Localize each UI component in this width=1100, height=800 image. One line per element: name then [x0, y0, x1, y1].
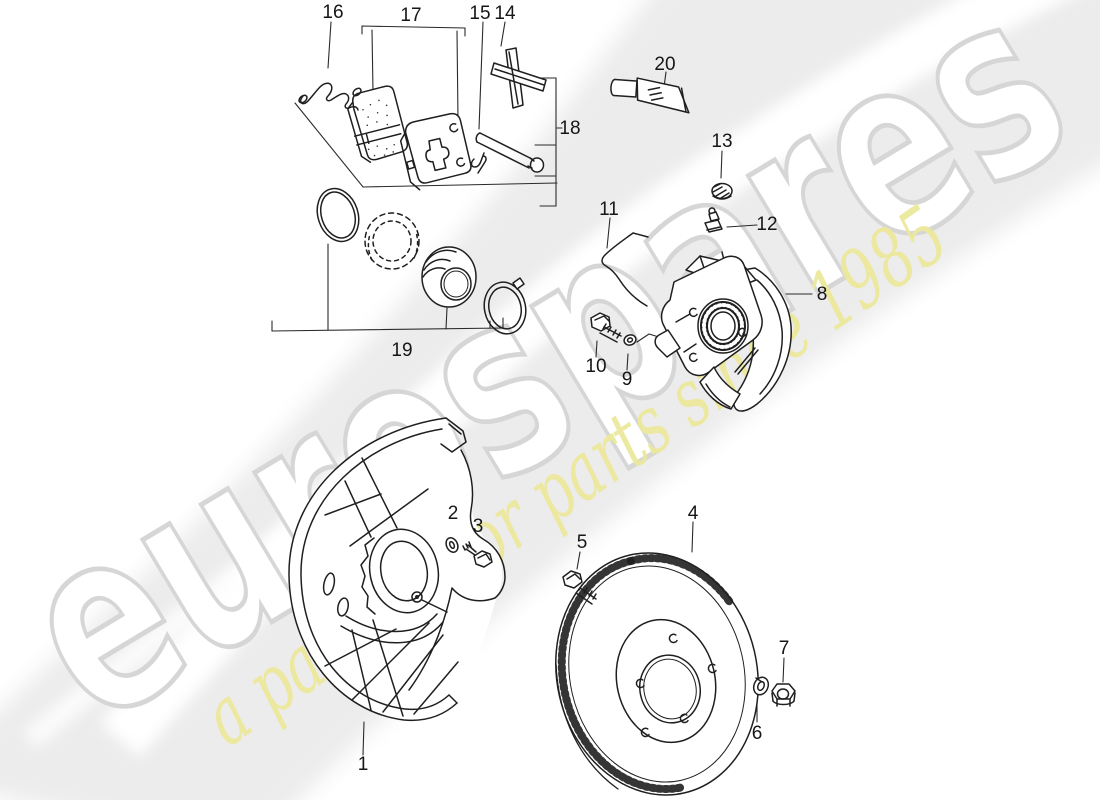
- callout-2: 2: [448, 503, 459, 524]
- dust-cap-drawing: [711, 182, 733, 200]
- piston-seal-ring: [316, 187, 360, 243]
- brake-disc-drawing: [555, 552, 759, 796]
- paste-tube-drawing: [610, 77, 690, 114]
- washer-9-drawing: [623, 334, 637, 346]
- splash-shield-drawing: [288, 417, 506, 722]
- callout-20: 20: [654, 54, 675, 75]
- outer-pad: [399, 112, 472, 191]
- callout-8: 8: [817, 284, 828, 305]
- callout-1: 1: [358, 754, 369, 775]
- callout-15: 15: [469, 3, 490, 24]
- bolt-3-drawing: [462, 541, 493, 568]
- callout-6: 6: [752, 723, 763, 744]
- caliper-drawing: [654, 251, 792, 412]
- snap-ring: [483, 277, 527, 335]
- callout-16: 16: [322, 2, 343, 23]
- inner-pad: [347, 85, 409, 163]
- callout-4: 4: [688, 503, 699, 524]
- pad-spring-drawing: [298, 82, 362, 111]
- callout-7: 7: [779, 638, 790, 659]
- callout-12: 12: [756, 214, 777, 235]
- bolt-5-drawing: [562, 570, 597, 605]
- piston-dashed: [364, 212, 420, 270]
- callout-14: 14: [494, 3, 516, 24]
- callout-3: 3: [473, 516, 484, 537]
- callout-5: 5: [577, 532, 588, 553]
- callout-13: 13: [711, 131, 732, 152]
- dust-boot: [421, 246, 477, 308]
- retaining-wire-drawing: [601, 232, 649, 307]
- washer-2-drawing: [445, 537, 459, 553]
- callout-10: 10: [585, 356, 606, 377]
- pin-clip: [470, 152, 487, 174]
- nut-7-drawing: [771, 683, 796, 707]
- callout-11: 11: [599, 199, 619, 220]
- bleeder-valve-drawing: [704, 207, 723, 233]
- callout-18: 18: [559, 118, 580, 139]
- brake-pads-drawing: [347, 85, 472, 191]
- callout-19: 19: [391, 340, 412, 361]
- retaining-pin-drawing: [470, 132, 545, 174]
- callout-9: 9: [622, 369, 633, 390]
- seal-kit-drawing: [316, 187, 527, 335]
- spreader-spring-drawing: [490, 47, 547, 109]
- callout-17: 17: [400, 5, 421, 26]
- bolt-10-drawing: [590, 312, 622, 343]
- washer-6-drawing: [752, 676, 770, 696]
